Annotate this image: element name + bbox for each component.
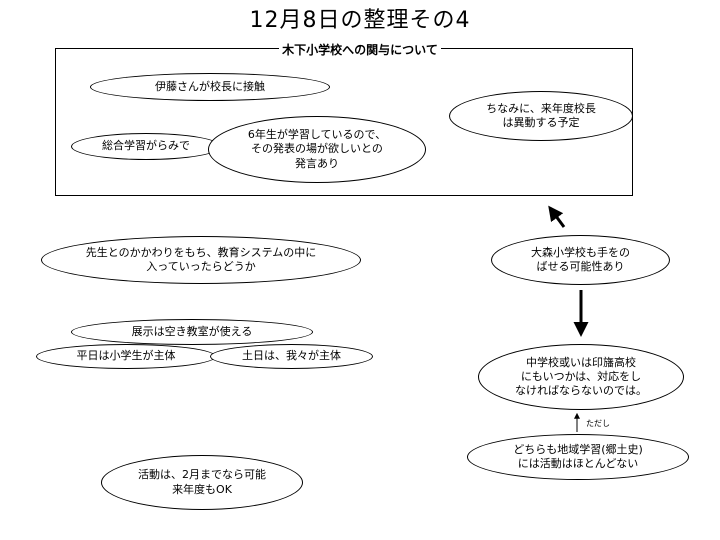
oval-exhibition: 展示は空き教室が使える <box>71 319 313 345</box>
frame-title-text: 木下小学校への関与について <box>279 43 441 57</box>
however-note: ただし <box>586 419 610 428</box>
oval-activity-period: 活動は、2月までなら可能 来年度もOK <box>101 455 303 510</box>
oval-weekend: 土日は、我々が主体 <box>210 344 373 369</box>
oval-teachers-relation: 先生とのかかわりをもち、教育システムの中に 入っていったらどうか <box>41 236 361 284</box>
oval-junior-high: 中学校或いは印旛高校 にもいつかは、対応をし なければならないのでは。 <box>478 344 684 410</box>
oval-sixth-grade: 6年生が学習しているので、 その発表の場が欲しいとの 発言あり <box>208 116 426 183</box>
frame-title: 木下小学校への関与について <box>0 39 720 58</box>
oval-integrated-study: 総合学習がらみで <box>71 133 221 160</box>
oval-local-study: どちらも地域学習(郷土史) には活動はほとんどない <box>467 434 689 480</box>
arrow-to-frame <box>548 205 566 228</box>
oval-weekday: 平日は小学生が主体 <box>36 344 216 369</box>
page-title: 12月8日の整理その4 <box>249 8 471 33</box>
oval-next-year-principal: ちなみに、来年度校長 は異動する予定 <box>449 91 633 141</box>
oval-omori-school: 大森小学校も手をの ばせる可能性あり <box>491 235 670 285</box>
oval-principal-contact: 伊藤さんが校長に接触 <box>90 73 330 101</box>
